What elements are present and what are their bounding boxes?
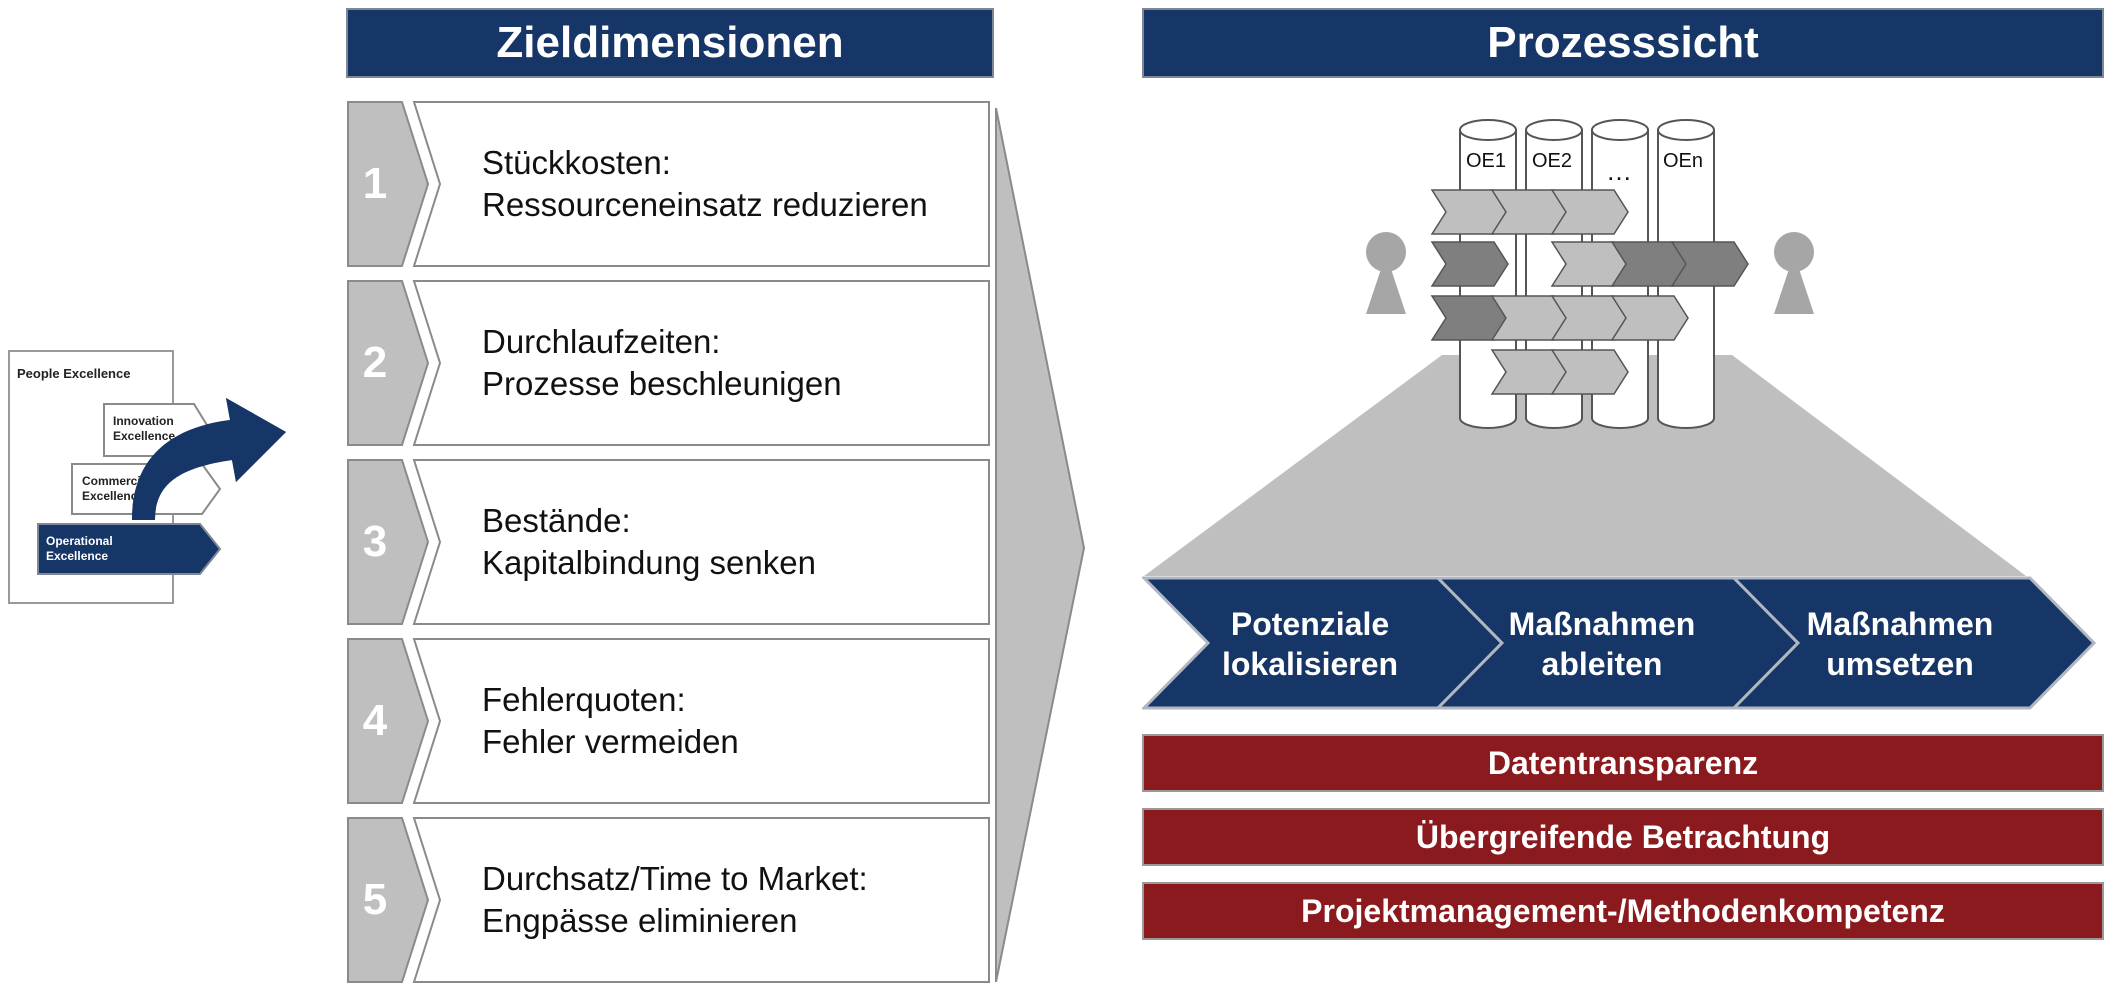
step-label-1: Maßnahmen	[1806, 606, 1994, 642]
goal-description: Ressourceneinsatz reduzieren	[482, 186, 928, 223]
operational-label-1: Operational	[46, 534, 113, 548]
curved-arrow-overlay	[132, 398, 286, 520]
goal-description: Fehler vermeiden	[482, 723, 739, 760]
bar-datentransparenz: Datentransparenz	[1142, 734, 2104, 792]
step-ableiten: Maßnahmen ableiten	[1482, 576, 1722, 712]
bar-projektmanagement: Projektmanagement-/Methodenkompetenz	[1142, 882, 2104, 940]
goal-description: Engpässe eliminieren	[482, 902, 798, 939]
innovation-tab[interactable]: Innovation Excellence	[113, 414, 175, 444]
innovation-label-1: Innovation	[113, 414, 174, 428]
org-unit-label: OE1	[1466, 150, 1507, 172]
goal-title: Stückkosten:	[482, 144, 671, 181]
goal-number: 5	[362, 875, 388, 924]
process-illustration	[1144, 119, 2026, 576]
org-unit-label: OEn	[1663, 150, 1704, 172]
goal-row: 5 Durchsatz/Time to Market: Engpässe eli…	[346, 816, 991, 984]
step-label-1: Potenziale	[1230, 606, 1390, 642]
goal-title: Bestände:	[482, 502, 631, 539]
commercial-label-1: Commercial	[82, 474, 151, 488]
goal-number: 3	[362, 517, 388, 566]
goal-description: Prozesse beschleunigen	[482, 365, 842, 402]
org-unit-label: …	[1606, 156, 1632, 186]
commercial-label-2: Excellence	[82, 489, 145, 503]
goal-row: 2 Durchlaufzeiten: Prozesse beschleunige…	[346, 279, 991, 447]
step-umsetzen: Maßnahmen umsetzen	[1780, 576, 2020, 712]
funnel-arrow	[995, 108, 1086, 982]
step-potenziale: Potenziale lokalisieren	[1190, 576, 1430, 712]
org-unit-label: OE2	[1532, 150, 1573, 172]
step-label-2: umsetzen	[1826, 646, 1974, 682]
operational-label-2: Excellence	[46, 549, 109, 563]
person-icon	[1774, 232, 1814, 314]
bar-uebergreifende-betrachtung: Übergreifende Betrachtung	[1142, 808, 2104, 866]
person-icon	[1366, 232, 1406, 314]
goal-title: Durchsatz/Time to Market:	[482, 860, 868, 897]
innovation-label-2: Excellence	[113, 429, 176, 443]
goal-row: 4 Fehlerquoten: Fehler vermeiden	[346, 637, 991, 805]
step-label-1: Maßnahmen	[1508, 606, 1696, 642]
goal-row: 3 Bestände: Kapitalbindung senken	[346, 458, 991, 626]
goal-title: Fehlerquoten:	[482, 681, 686, 718]
step-label-2: ableiten	[1541, 646, 1663, 682]
zieldimensionen-header: Zieldimensionen	[346, 8, 994, 78]
goal-title: Durchlaufzeiten:	[482, 323, 721, 360]
commercial-tab[interactable]: Commercial Excellence	[82, 474, 151, 504]
goal-number: 2	[362, 338, 388, 387]
process-steps	[1142, 576, 2097, 710]
operational-tab[interactable]: Operational Excellence	[46, 534, 113, 564]
goal-number: 1	[362, 159, 388, 208]
goal-row: 1 Stückkosten: Ressourceneinsatz reduzie…	[346, 100, 991, 268]
goal-number: 4	[362, 696, 388, 745]
goal-description: Kapitalbindung senken	[482, 544, 816, 581]
step-label-2: lokalisieren	[1221, 646, 1399, 682]
prozesssicht-header: Prozesssicht	[1142, 8, 2104, 78]
people-excellence-title: People Excellence	[17, 366, 131, 381]
